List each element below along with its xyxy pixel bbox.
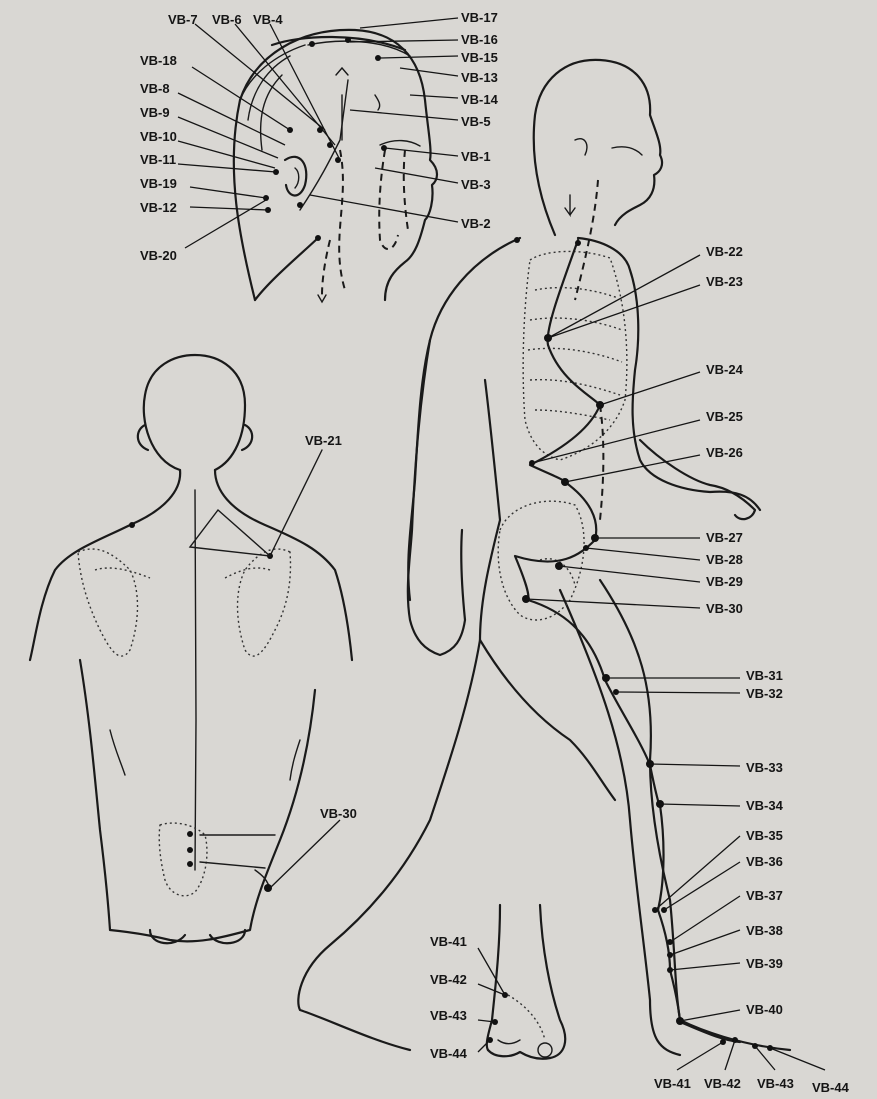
label-vb-26: VB-26 — [706, 445, 743, 460]
label-inset-vb-42: VB-42 — [430, 972, 467, 987]
label-vb-5: VB-5 — [461, 114, 491, 129]
label-vb-13: VB-13 — [461, 70, 498, 85]
leg-labels: VB-31 VB-32 VB-33 VB-34 VB-35 VB-36 VB-3… — [746, 668, 784, 1017]
label-inset-vb-44: VB-44 — [430, 1046, 468, 1061]
head-profile-figure — [234, 30, 437, 302]
label-vb-40: VB-40 — [746, 1002, 783, 1017]
label-vb-41: VB-41 — [654, 1076, 691, 1091]
label-vb-4: VB-4 — [253, 12, 283, 27]
label-vb-8: VB-8 — [140, 81, 170, 96]
label-vb-18: VB-18 — [140, 53, 177, 68]
label-vb-19: VB-19 — [140, 176, 177, 191]
label-vb-14: VB-14 — [461, 92, 499, 107]
label-vb-38: VB-38 — [746, 923, 783, 938]
inset-foot-figure: VB-41 VB-42 VB-43 VB-44 — [430, 905, 565, 1061]
label-vb-43: VB-43 — [757, 1076, 794, 1091]
label-vb-34: VB-34 — [746, 798, 784, 813]
label-vb-9: VB-9 — [140, 105, 170, 120]
label-vb-44: VB-44 — [812, 1080, 850, 1095]
label-vb-30-back: VB-30 — [320, 806, 357, 821]
foot-labels: VB-41 VB-42 VB-43 VB-44 — [654, 1076, 850, 1095]
head-labels-left: VB-18 VB-8 VB-9 VB-10 VB-11 VB-19 VB-12 … — [140, 53, 177, 263]
label-vb-37: VB-37 — [746, 888, 783, 903]
label-vb-25: VB-25 — [706, 409, 743, 424]
label-vb-22: VB-22 — [706, 244, 743, 259]
label-vb-21: VB-21 — [305, 433, 342, 448]
label-vb-30: VB-30 — [706, 601, 743, 616]
label-vb-20: VB-20 — [140, 248, 177, 263]
label-vb-17: VB-17 — [461, 10, 498, 25]
label-vb-2: VB-2 — [461, 216, 491, 231]
label-vb-42: VB-42 — [704, 1076, 741, 1091]
label-vb-7: VB-7 — [168, 12, 198, 27]
label-vb-33: VB-33 — [746, 760, 783, 775]
label-vb-10: VB-10 — [140, 129, 177, 144]
walking-leader-lines — [526, 255, 825, 1070]
label-vb-23: VB-23 — [706, 274, 743, 289]
label-vb-36: VB-36 — [746, 854, 783, 869]
label-vb-28: VB-28 — [706, 552, 743, 567]
label-vb-35: VB-35 — [746, 828, 783, 843]
label-vb-11: VB-11 — [140, 152, 176, 167]
label-vb-39: VB-39 — [746, 956, 783, 971]
label-vb-1: VB-1 — [461, 149, 491, 164]
label-vb-29: VB-29 — [706, 574, 743, 589]
label-vb-32: VB-32 — [746, 686, 783, 701]
label-vb-3: VB-3 — [461, 177, 491, 192]
head-labels-right: VB-17 VB-16 VB-15 VB-13 VB-14 VB-5 VB-1 … — [461, 10, 499, 231]
trunk-labels: VB-22 VB-23 VB-24 VB-25 VB-26 VB-27 VB-2… — [706, 244, 744, 616]
label-vb-6: VB-6 — [212, 12, 242, 27]
label-vb-27: VB-27 — [706, 530, 743, 545]
label-vb-16: VB-16 — [461, 32, 498, 47]
head-labels-top: VB-7 VB-6 VB-4 — [168, 12, 283, 27]
label-inset-vb-43: VB-43 — [430, 1008, 467, 1023]
label-vb-15: VB-15 — [461, 50, 498, 65]
label-vb-12: VB-12 — [140, 200, 177, 215]
back-view-figure: VB-21 VB-30 — [30, 355, 357, 943]
label-vb-31: VB-31 — [746, 668, 783, 683]
head-leader-lines — [178, 18, 458, 248]
label-vb-24: VB-24 — [706, 362, 744, 377]
label-inset-vb-41: VB-41 — [430, 934, 467, 949]
